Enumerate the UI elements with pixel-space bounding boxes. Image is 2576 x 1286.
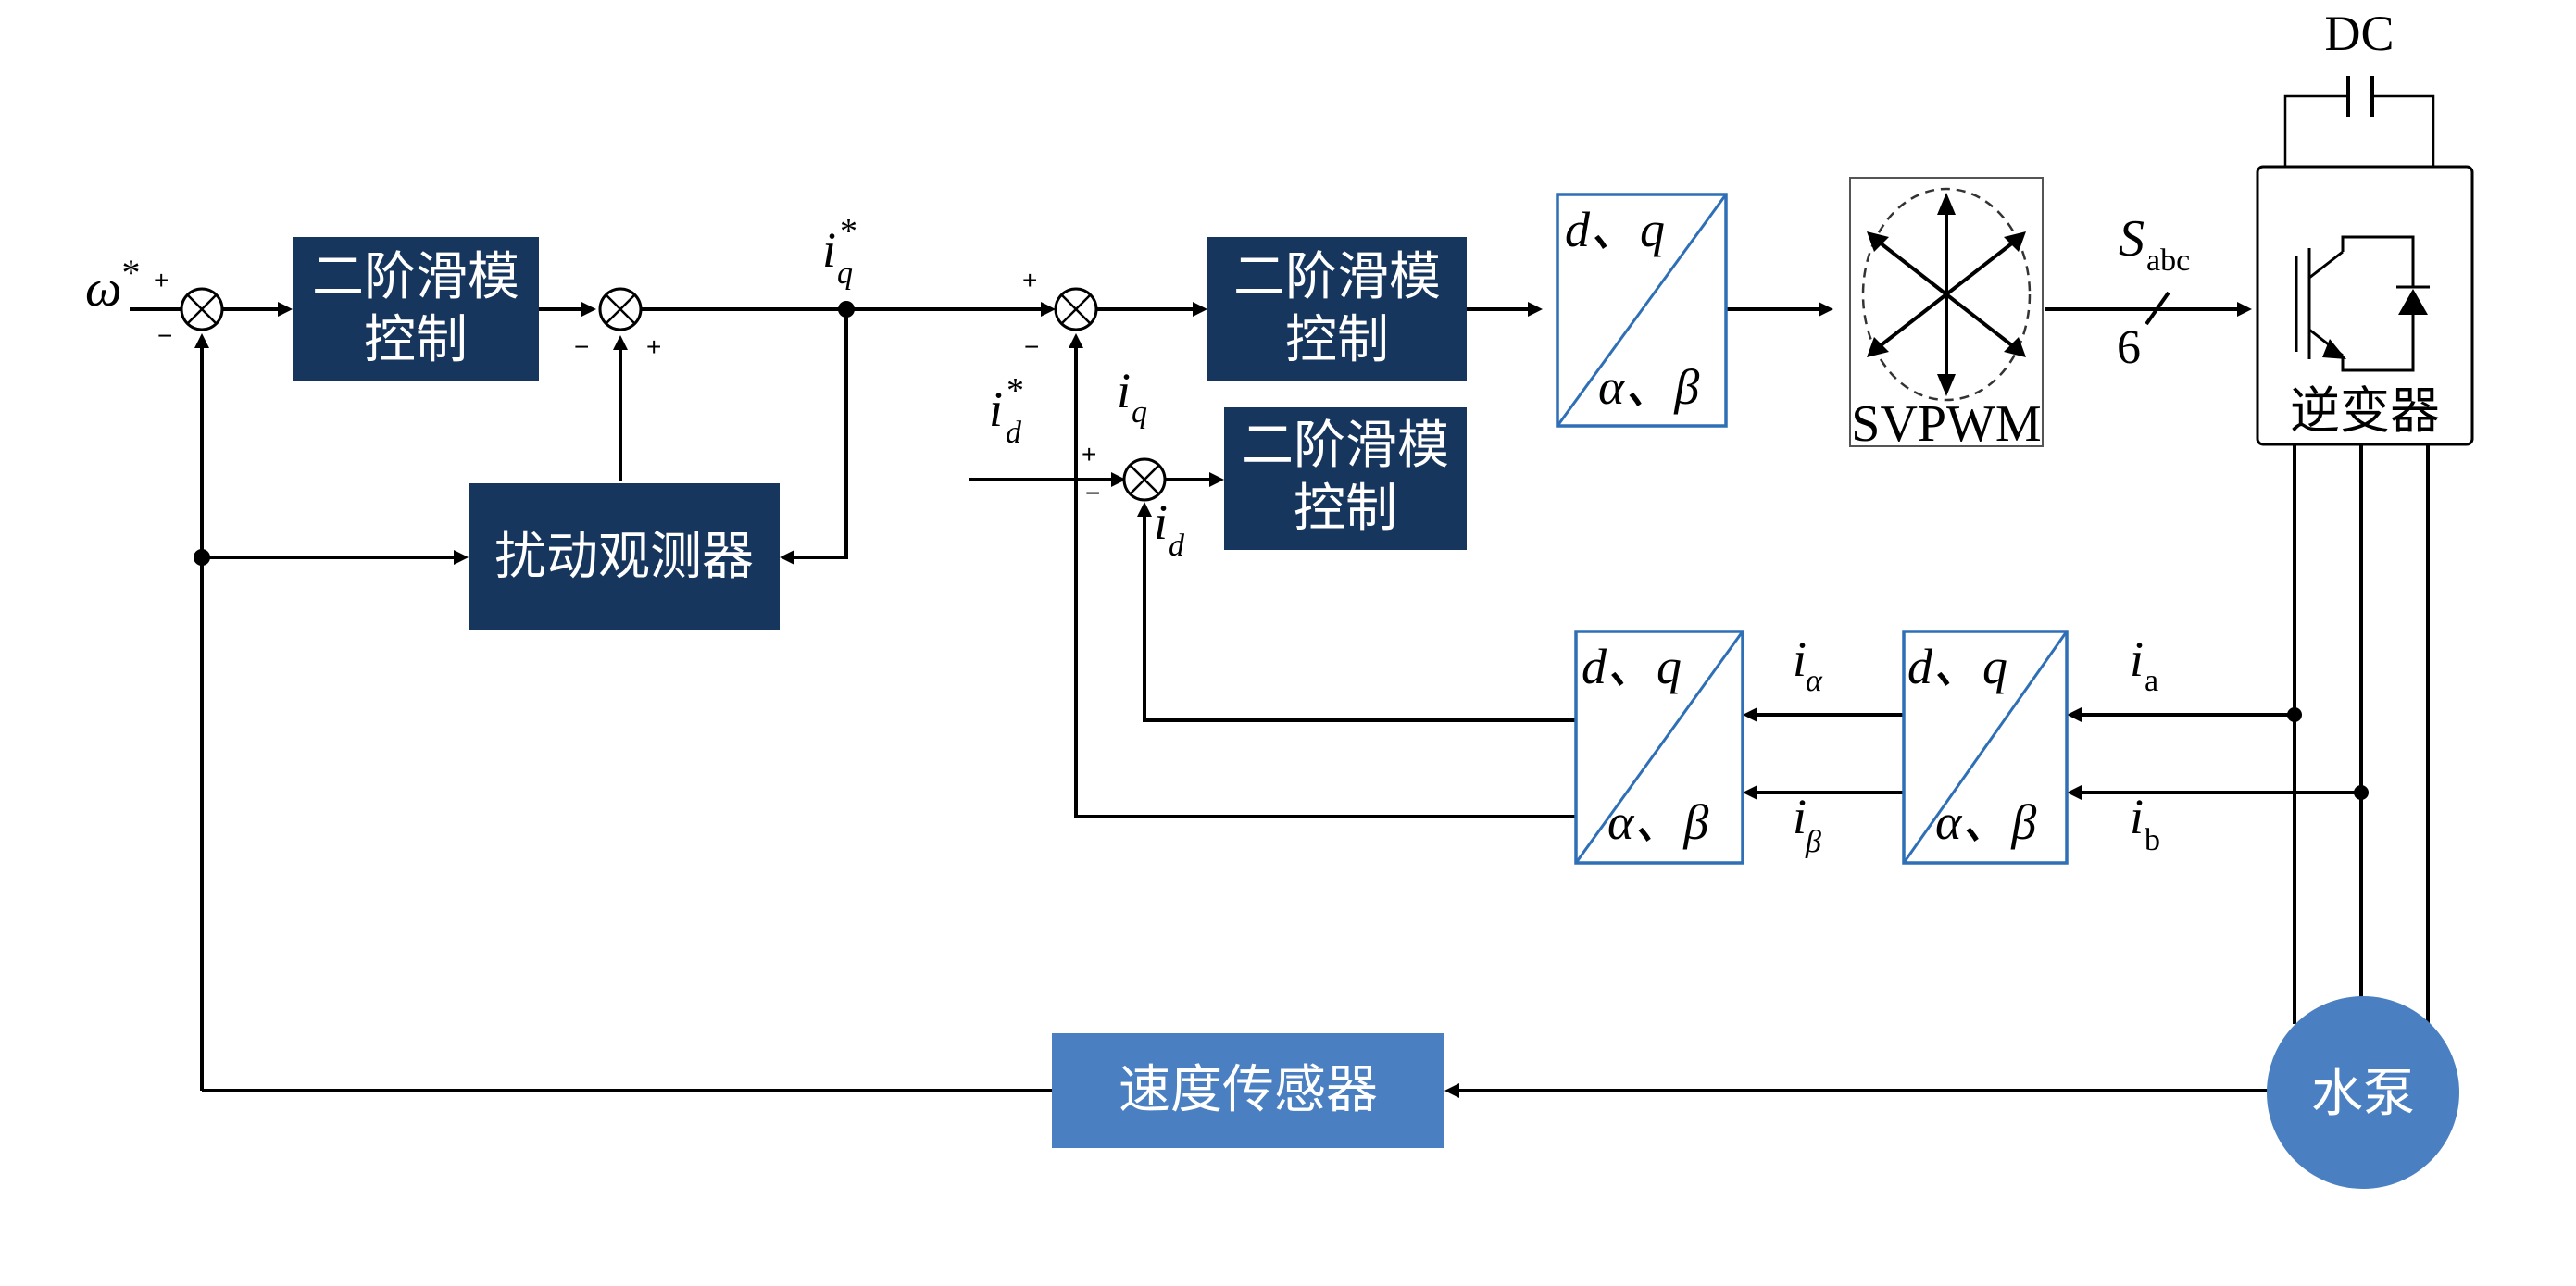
iq-feedback-subscript: q — [1132, 395, 1147, 430]
speed-sensor-label: 速度传感器 — [1119, 1060, 1378, 1120]
ibeta-subscript: β — [1805, 825, 1821, 859]
inverter-block: 逆变器 — [2256, 165, 2474, 446]
smc-speed-label-line2: 控制 — [364, 310, 468, 370]
id-ref-subscript: d — [1006, 416, 1022, 450]
junction-dot — [2287, 707, 2302, 722]
sign-plus: + — [154, 266, 169, 294]
smc-speed-block: 二阶滑模 控制 — [293, 237, 539, 381]
arrow-head — [454, 550, 469, 565]
arrow-head — [1193, 302, 1207, 317]
sign-minus: − — [1085, 479, 1100, 507]
ia-subscript: a — [2145, 664, 2158, 698]
summing-junction-observer — [598, 287, 643, 331]
summing-junction-id — [1122, 457, 1167, 502]
speed-sensor-block: 速度传感器 — [1052, 1033, 1444, 1148]
smc-iq-label-line2: 控制 — [1285, 310, 1389, 370]
wire-iq-feedback — [1074, 348, 1576, 818]
arrow-head — [1528, 302, 1543, 317]
wires — [130, 76, 2435, 1098]
junction-dot — [2354, 785, 2369, 800]
sign-minus: − — [157, 321, 172, 350]
observer-block: 扰动观测器 — [469, 483, 780, 630]
dc-link-left — [2283, 94, 2348, 167]
transform-bottom-label: α、β — [1935, 794, 2036, 850]
summing-junction-iq — [1054, 287, 1098, 331]
sabc-label: S — [2119, 210, 2145, 268]
sign-plus: + — [1022, 266, 1037, 294]
junction-dot — [194, 549, 210, 566]
arrow-head — [1444, 1083, 1459, 1098]
smc-iq-label-line1: 二阶滑模 — [1233, 247, 1441, 307]
dc-label: DC — [2324, 6, 2394, 61]
arrow-head — [1743, 785, 1757, 800]
sign-minus: − — [574, 332, 589, 361]
pump-block: 水泵 — [2267, 996, 2459, 1189]
arrow-head — [2067, 707, 2082, 722]
ialpha-label: i — [1793, 631, 1807, 687]
ia-label: i — [2130, 631, 2144, 687]
ibeta-label: i — [1793, 789, 1807, 844]
sign-minus: − — [1024, 332, 1039, 361]
arrow-head — [278, 302, 293, 317]
clarke-transform: d、q α、β — [1902, 630, 2069, 865]
pump-label: 水泵 — [2311, 1064, 2415, 1124]
arrow-head — [1819, 302, 1833, 317]
arrow-head — [1137, 502, 1152, 517]
transform-top-label: d、q — [1565, 202, 1665, 257]
iq-ref-subscript: q — [837, 256, 853, 291]
ialpha-subscript: α — [1806, 664, 1823, 698]
summing-junction-speed — [180, 287, 224, 331]
inverter-label: 逆变器 — [2290, 381, 2440, 440]
bus-width-label: 6 — [2117, 321, 2141, 374]
ib-subscript: b — [2145, 823, 2160, 857]
transform-bottom-label: α、β — [1598, 359, 1699, 415]
wire-id-feedback — [1143, 517, 1576, 722]
iq-ref-label: i* — [822, 212, 857, 278]
smc-id-label-line2: 控制 — [1294, 479, 1397, 539]
smc-id-block: 二阶滑模 控制 — [1224, 407, 1467, 550]
arrow-head — [1743, 707, 1757, 722]
sign-plus: + — [1082, 440, 1096, 468]
sign-plus: + — [646, 332, 661, 361]
observer-label: 扰动观测器 — [494, 527, 754, 587]
transform-top-label: d、q — [1907, 639, 2007, 694]
transform-bottom-label: α、β — [1607, 794, 1708, 850]
dc-link-right — [2372, 94, 2435, 167]
arrow-head — [2237, 302, 2252, 317]
bus-slash — [2145, 291, 2170, 326]
id-feedback-subscript: d — [1169, 529, 1185, 563]
transform-top-label: d、q — [1582, 639, 1682, 694]
smc-id-label-line1: 二阶滑模 — [1242, 416, 1449, 476]
arrow-head — [581, 302, 596, 317]
ib-label: i — [2130, 789, 2144, 844]
smc-speed-label-line1: 二阶滑模 — [312, 247, 519, 307]
id-feedback-label: i — [1154, 494, 1168, 550]
arrow-head — [613, 335, 628, 350]
id-ref-label: i* — [989, 371, 1024, 437]
arrow-head — [2067, 785, 2082, 800]
park-transform: d、q α、β — [1574, 630, 1744, 865]
omega-ref-label: ω* — [85, 252, 141, 318]
arrow-head — [1111, 472, 1126, 487]
arrow-head — [780, 550, 794, 565]
arrow-head — [1041, 302, 1056, 317]
arrow-head — [1209, 472, 1224, 487]
wire-iq-observer — [794, 309, 848, 559]
sabc-subscript: abc — [2146, 243, 2190, 278]
svpwm-block: SVPWM — [1849, 177, 2044, 453]
arrow-head — [194, 333, 209, 348]
inverse-park-transform: d、q α、β — [1556, 193, 1728, 428]
junction-dot — [838, 301, 855, 318]
arrow-head — [1069, 333, 1083, 348]
iq-feedback-label: i — [1117, 363, 1131, 418]
smc-iq-block: 二阶滑模 控制 — [1207, 237, 1467, 381]
svpwm-label: SVPWM — [1851, 395, 2041, 453]
